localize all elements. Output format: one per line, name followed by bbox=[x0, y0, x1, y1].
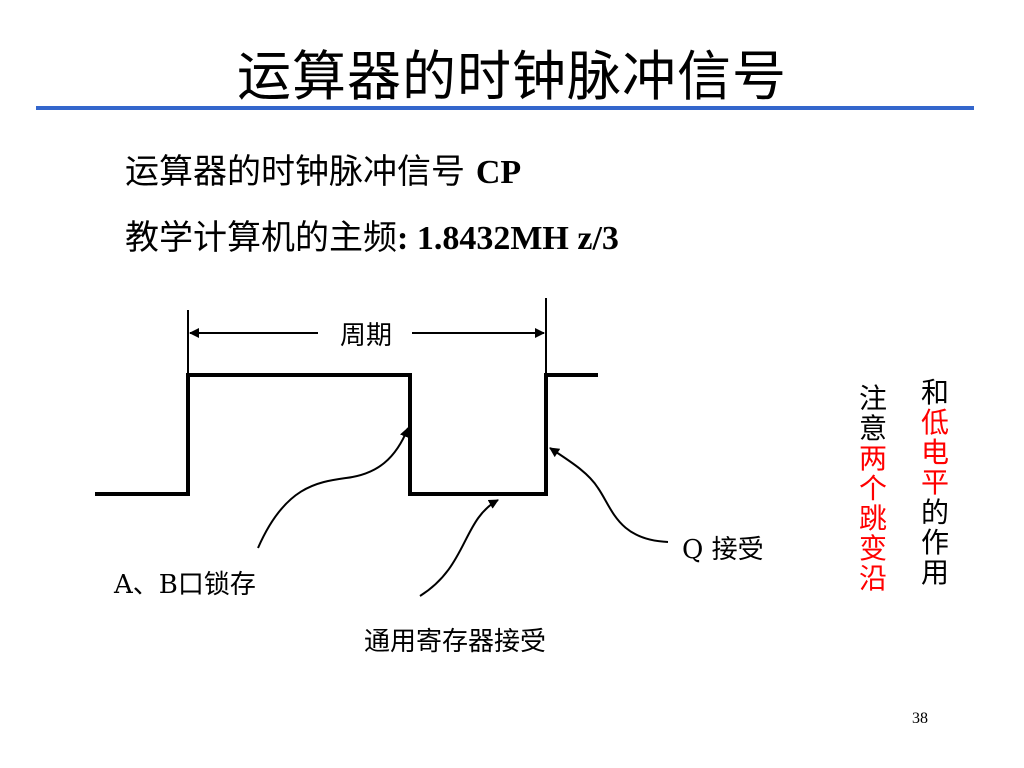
register-receive-label: 通用寄存器接受 bbox=[364, 627, 546, 657]
slide-title: 运算器的时钟脉冲信号 bbox=[237, 45, 787, 108]
note-char-highlight: 跳 bbox=[858, 502, 887, 535]
clock-signal-name: CP bbox=[475, 154, 522, 191]
ab-latch-label: A、B口锁存 bbox=[113, 570, 256, 600]
q-receive-pointer bbox=[549, 447, 669, 543]
ab-latch-pointer bbox=[257, 427, 410, 549]
clock-waveform bbox=[95, 373, 598, 496]
page-number: 38 bbox=[912, 710, 928, 727]
note-char: 意 bbox=[858, 412, 887, 445]
note-char-highlight: 两 bbox=[858, 442, 887, 475]
note-column-left: 注 意 两 个 跳 变 沿 bbox=[856, 384, 890, 594]
main-frequency-value: : 1.8432MH z/3 bbox=[397, 220, 619, 257]
note-char: 注 bbox=[858, 382, 887, 415]
note-char-highlight: 个 bbox=[858, 472, 887, 505]
note-char-highlight: 低 bbox=[920, 406, 949, 439]
title-underline bbox=[36, 106, 974, 110]
note-char: 的 bbox=[920, 496, 949, 529]
note-char-highlight: 电 bbox=[920, 436, 949, 469]
register-receive-pointer bbox=[419, 499, 499, 597]
note-char-highlight: 沿 bbox=[858, 562, 887, 595]
main-frequency-line: 教学计算机的主频: 1.8432MH z/3 bbox=[125, 216, 619, 261]
clock-signal-line: 运算器的时钟脉冲信号 CP bbox=[125, 150, 521, 195]
note-char: 作 bbox=[920, 526, 949, 559]
main-frequency-text: 教学计算机的主频 bbox=[125, 218, 397, 258]
note-char-highlight: 平 bbox=[920, 466, 949, 499]
clock-signal-text: 运算器的时钟脉冲信号 bbox=[125, 152, 476, 192]
note-char: 用 bbox=[920, 556, 949, 589]
note-char: 和 bbox=[920, 376, 949, 409]
note-char-highlight: 变 bbox=[858, 532, 887, 565]
period-label: 周期 bbox=[340, 321, 392, 351]
q-receive-label: Q 接受 bbox=[682, 535, 764, 565]
note-column-right: 和 低 电 平 的 作 用 bbox=[918, 378, 952, 588]
